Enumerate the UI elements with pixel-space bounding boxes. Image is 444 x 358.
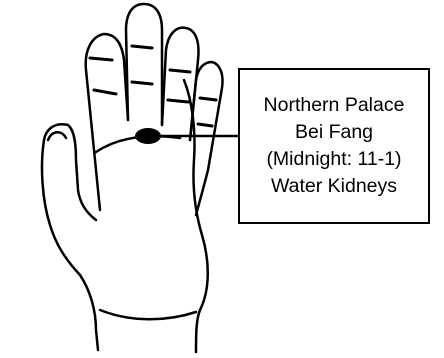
callout-line-4: Water Kidneys bbox=[271, 173, 397, 200]
wrist-line bbox=[100, 310, 196, 319]
middle-finger bbox=[126, 4, 162, 125]
index-crease-lower bbox=[94, 90, 116, 94]
callout-line-2: Bei Fang bbox=[295, 119, 373, 146]
thumb-nail bbox=[48, 132, 66, 140]
callout-line-3: (Midnight: 11-1) bbox=[266, 146, 401, 173]
palm-left-edge bbox=[80, 275, 98, 350]
index-crease-upper bbox=[90, 58, 112, 60]
callout-box: Northern Palace Bei Fang (Midnight: 11-1… bbox=[238, 68, 430, 224]
middle-crease-upper bbox=[132, 46, 152, 48]
ring-crease-lower bbox=[168, 100, 188, 102]
little-crease-upper bbox=[200, 98, 216, 100]
middle-crease-lower bbox=[132, 82, 152, 84]
callout-line-1: Northern Palace bbox=[264, 92, 405, 119]
acupoint-dot bbox=[135, 128, 161, 144]
little-crease-lower bbox=[198, 124, 212, 126]
ring-crease-upper bbox=[170, 70, 190, 72]
